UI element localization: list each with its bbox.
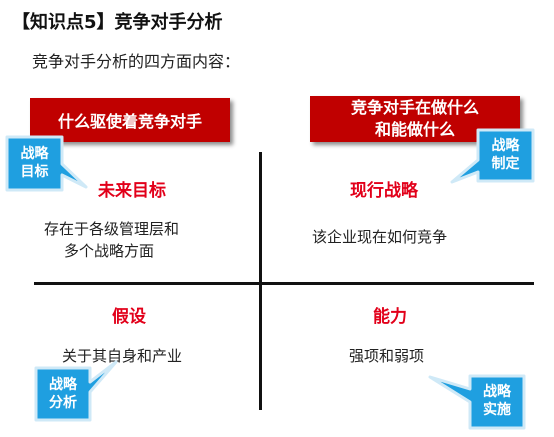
callout-implement-line2: 实施 (483, 402, 511, 418)
quadrant-assumptions-title: 假设 (112, 307, 146, 327)
callout-goal-shape (5, 135, 88, 192)
callout-implement-line1: 战略 (483, 384, 511, 400)
callout-implement-shape (428, 374, 526, 430)
callout-analysis-line1: 战略 (49, 377, 77, 393)
intro-text: 竞争对手分析的四方面内容： (32, 52, 241, 71)
callout-formulate-shape (450, 128, 535, 184)
quadrant-future-goals-line2: 多个战略方面 (64, 242, 155, 260)
horizontal-axis (34, 282, 534, 285)
callout-formulate-line2: 制定 (491, 156, 520, 172)
page-title: 【知识点5】竞争对手分析 (12, 12, 223, 33)
callout-formulate-line1: 战略 (491, 138, 520, 154)
quadrant-capabilities-line1: 强项和弱项 (349, 347, 425, 365)
banner-actions-line1: 竞争对手在做什么 (350, 98, 479, 117)
callout-goal-line2: 目标 (20, 164, 49, 180)
callout-strategic-goal: 战略 目标 (7, 145, 62, 181)
callout-analysis-shape (34, 360, 118, 422)
vertical-axis (259, 152, 262, 410)
callout-strategic-analysis: 战略 分析 (36, 376, 90, 412)
callout-analysis-line2: 分析 (49, 395, 77, 411)
banner-drivers: 什么驱使着竞争对手 (30, 98, 230, 142)
quadrant-current-strategy-title: 现行战略 (350, 181, 418, 201)
banner-drivers-label: 什么驱使着竞争对手 (57, 112, 202, 131)
quadrant-capabilities-title: 能力 (373, 307, 407, 327)
callout-strategy-formulation: 战略 制定 (478, 137, 533, 173)
banner-actions: 竞争对手在做什么 和能做什么 (310, 96, 520, 142)
callout-strategy-implementation: 战略 实施 (470, 383, 524, 419)
quadrant-future-goals-title: 未来目标 (98, 181, 166, 201)
callout-goal-line1: 战略 (20, 146, 49, 162)
quadrant-assumptions-line1: 关于其自身和产业 (62, 347, 183, 365)
quadrant-current-strategy-line1: 该企业现在如何竞争 (312, 228, 448, 246)
quadrant-future-goals-line1: 存在于各级管理层和 (44, 220, 180, 238)
banner-actions-line2: 和能做什么 (374, 120, 455, 139)
